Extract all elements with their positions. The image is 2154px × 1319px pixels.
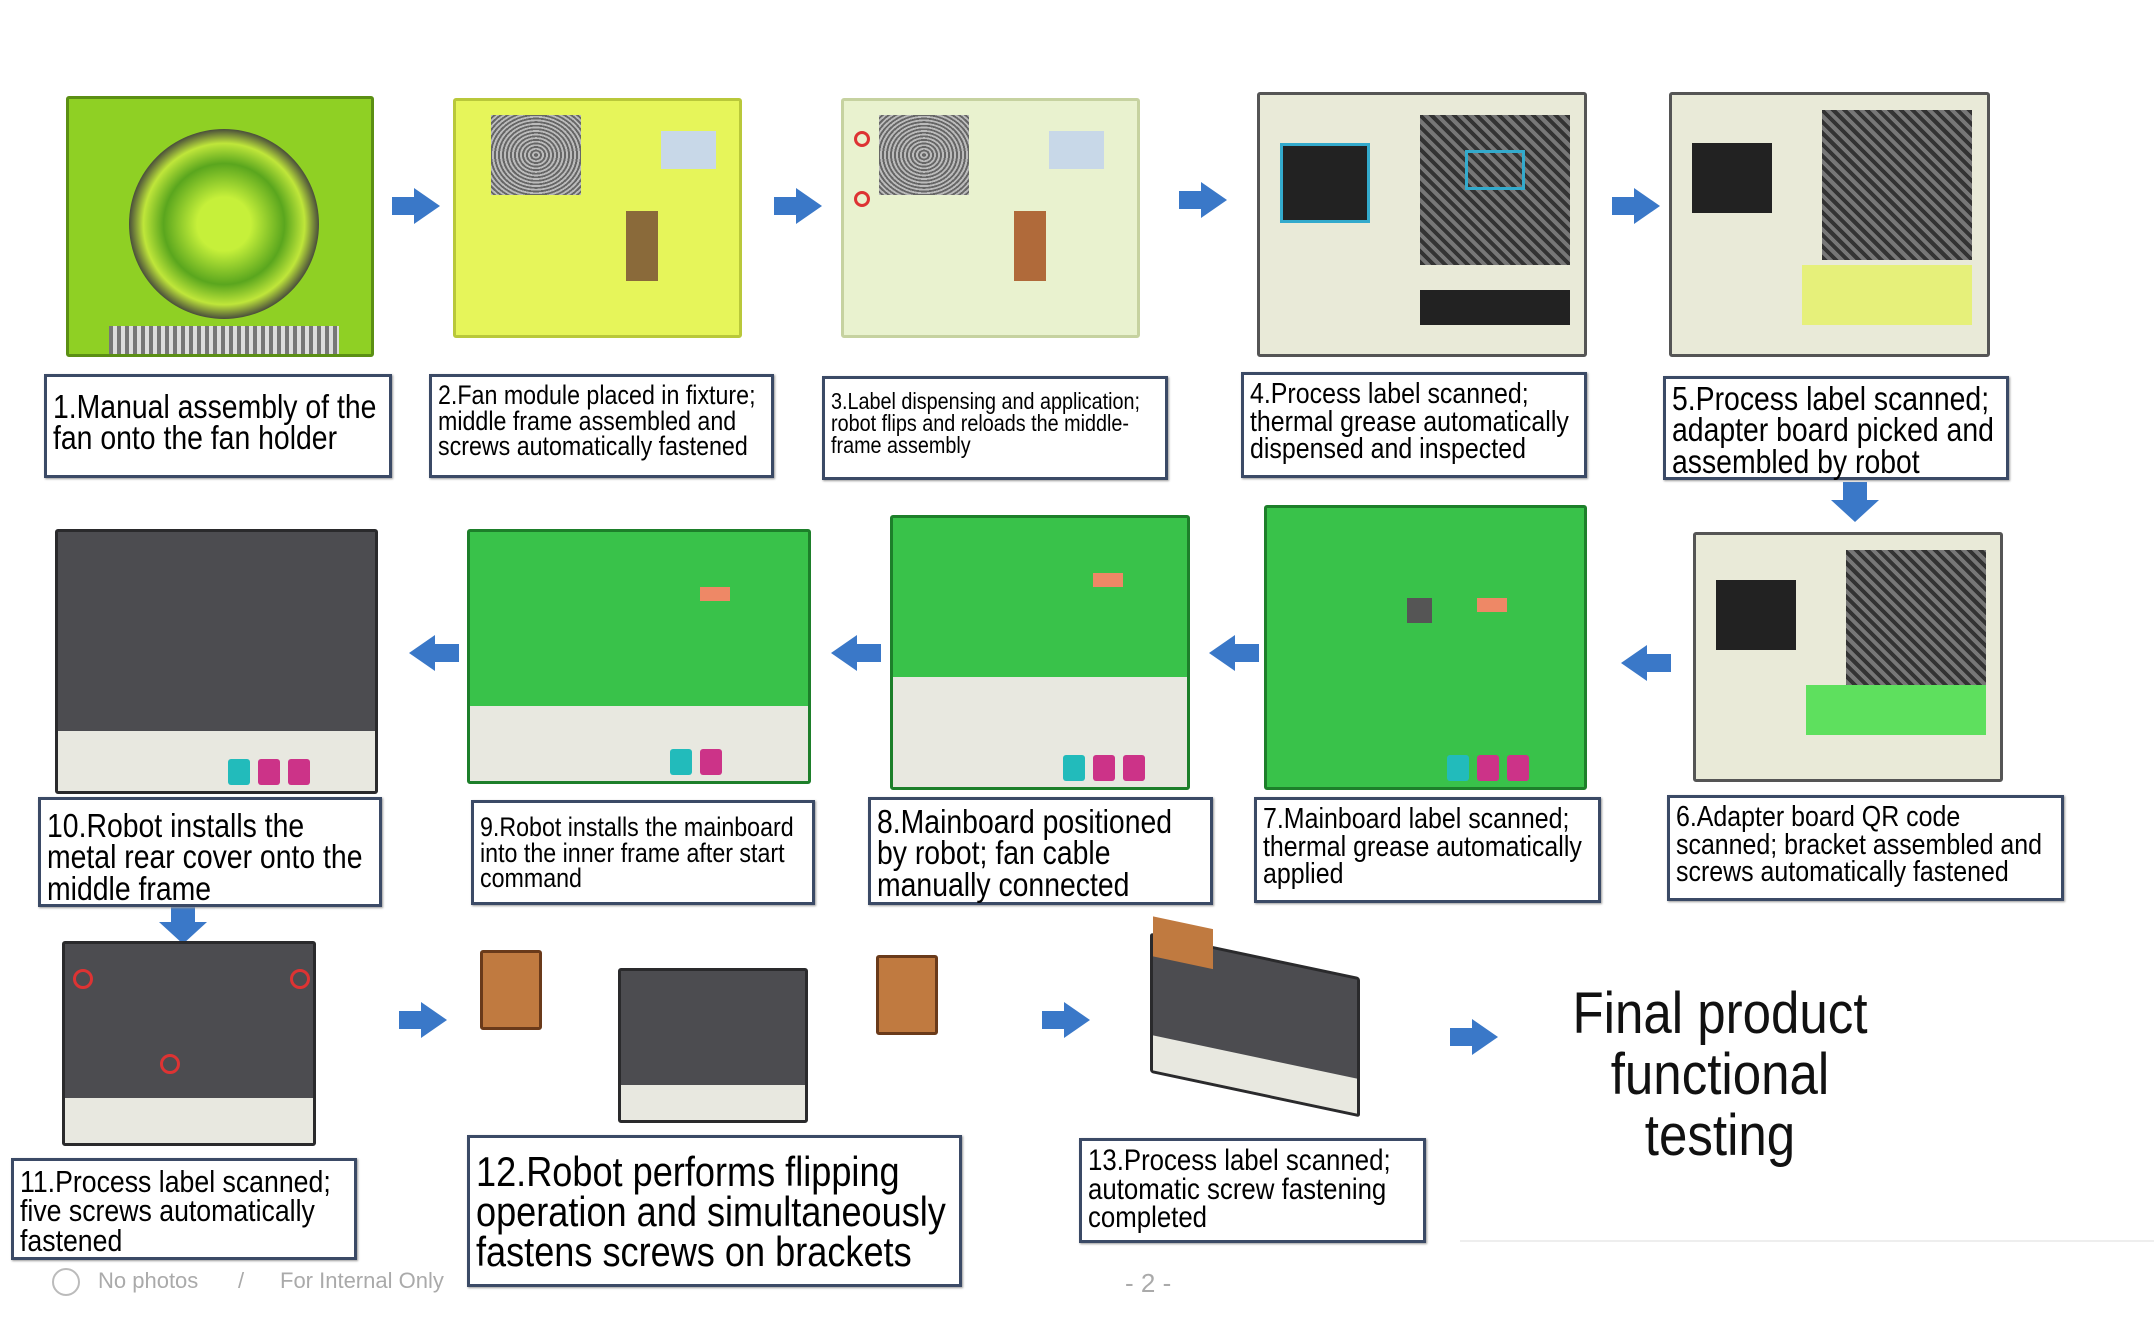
internal-only-text: For Internal Only (280, 1268, 444, 1293)
arrow-right-icon (1042, 1002, 1090, 1038)
step-2-label: 2.Fan module placed in fixture; middle f… (429, 374, 774, 478)
fan-holder-image (66, 96, 374, 357)
arrow-down-icon (1831, 482, 1879, 522)
flipped-unit-image (618, 968, 808, 1123)
bracket-icon (876, 955, 938, 1035)
step-1-label: 1.Manual assembly of the fan onto the fa… (44, 374, 392, 478)
arrow-left-icon (409, 635, 459, 671)
no-photos-text: No photos (98, 1268, 199, 1293)
arrow-right-icon (399, 1002, 447, 1038)
step-3-label: 3.Label dispensing and application; robo… (822, 376, 1168, 480)
arrow-right-icon (392, 188, 440, 224)
mainboard-positioned-image (890, 515, 1190, 790)
step-11-label: 11.Process label scanned; five screws au… (11, 1158, 357, 1260)
page-number: - 2 - (1125, 1268, 1172, 1298)
step-13-label: 13.Process label scanned; automatic scre… (1079, 1138, 1426, 1243)
no-photos-icon (52, 1268, 80, 1296)
thermal-grease-image (1257, 92, 1587, 357)
mainboard-grease-image (1264, 505, 1587, 790)
rear-cover-image (55, 529, 378, 794)
step-5-label: 5.Process label scanned; adapter board p… (1663, 376, 2009, 480)
adapter-board-image (1669, 92, 1990, 357)
bracket-assembled-image (1693, 532, 2003, 782)
step-4-label: 4.Process label scanned; thermal grease … (1241, 372, 1587, 478)
arrow-right-icon (774, 188, 822, 224)
arrow-right-icon (1612, 188, 1660, 224)
step-9-label: 9.Robot installs the mainboard into the … (471, 800, 815, 905)
fan-module-fixture-image (453, 98, 742, 338)
step-12-label: 12.Robot performs flipping operation and… (467, 1135, 962, 1287)
step-10-label: 10.Robot installs the metal rear cover o… (38, 797, 382, 907)
divider (1460, 1240, 2154, 1242)
final-testing-title: Final product functional testing (1572, 981, 1868, 1168)
step-6-label: 6.Adapter board QR code scanned; bracket… (1667, 795, 2064, 901)
step-7-label: 7.Mainboard label scanned; thermal greas… (1254, 797, 1601, 903)
arrow-down-icon (159, 904, 207, 944)
arrow-right-icon (1179, 182, 1227, 218)
arrow-left-icon (1621, 645, 1671, 681)
step-8-label: 8.Mainboard positioned by robot; fan cab… (868, 797, 1213, 905)
bracket-icon (480, 950, 542, 1030)
footer-separator: / (238, 1268, 245, 1293)
label-application-image (841, 98, 1140, 338)
arrow-left-icon (831, 635, 881, 671)
mainboard-inner-frame-image (467, 529, 811, 784)
arrow-right-icon (1450, 1019, 1498, 1055)
five-screws-image (62, 941, 316, 1146)
arrow-left-icon (1209, 635, 1259, 671)
completed-unit-image (1150, 916, 1360, 1118)
